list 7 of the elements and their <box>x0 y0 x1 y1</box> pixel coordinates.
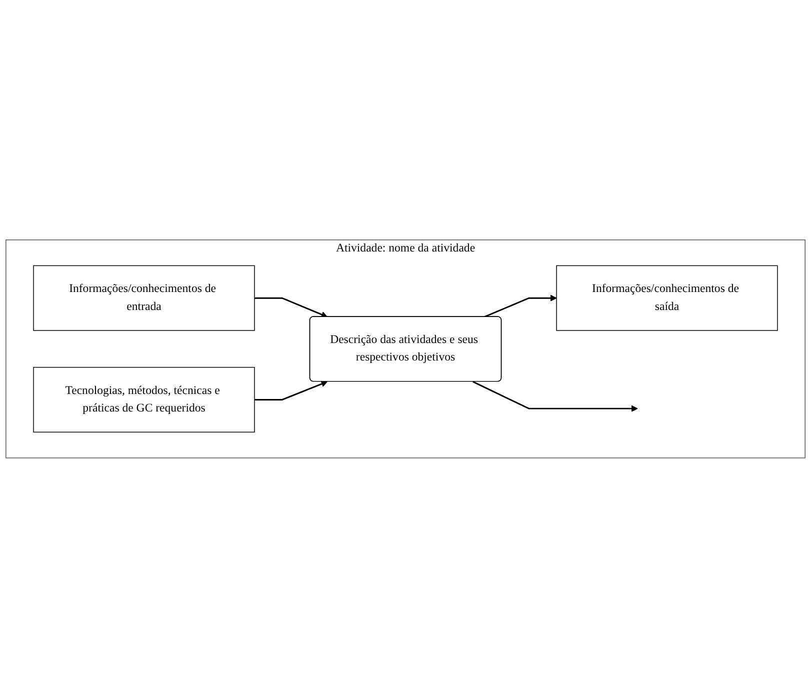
node-box: Tecnologias, métodos, técnicas e práticas de GC requeridos <box>33 366 255 432</box>
arrow <box>472 380 638 412</box>
node-box: Informações/conhecimentos de saída <box>556 264 778 330</box>
arrow <box>254 296 328 318</box>
arrow <box>254 380 328 400</box>
node-box: Informações/conhecimentos de entrada <box>33 264 255 330</box>
arrow <box>484 294 557 318</box>
